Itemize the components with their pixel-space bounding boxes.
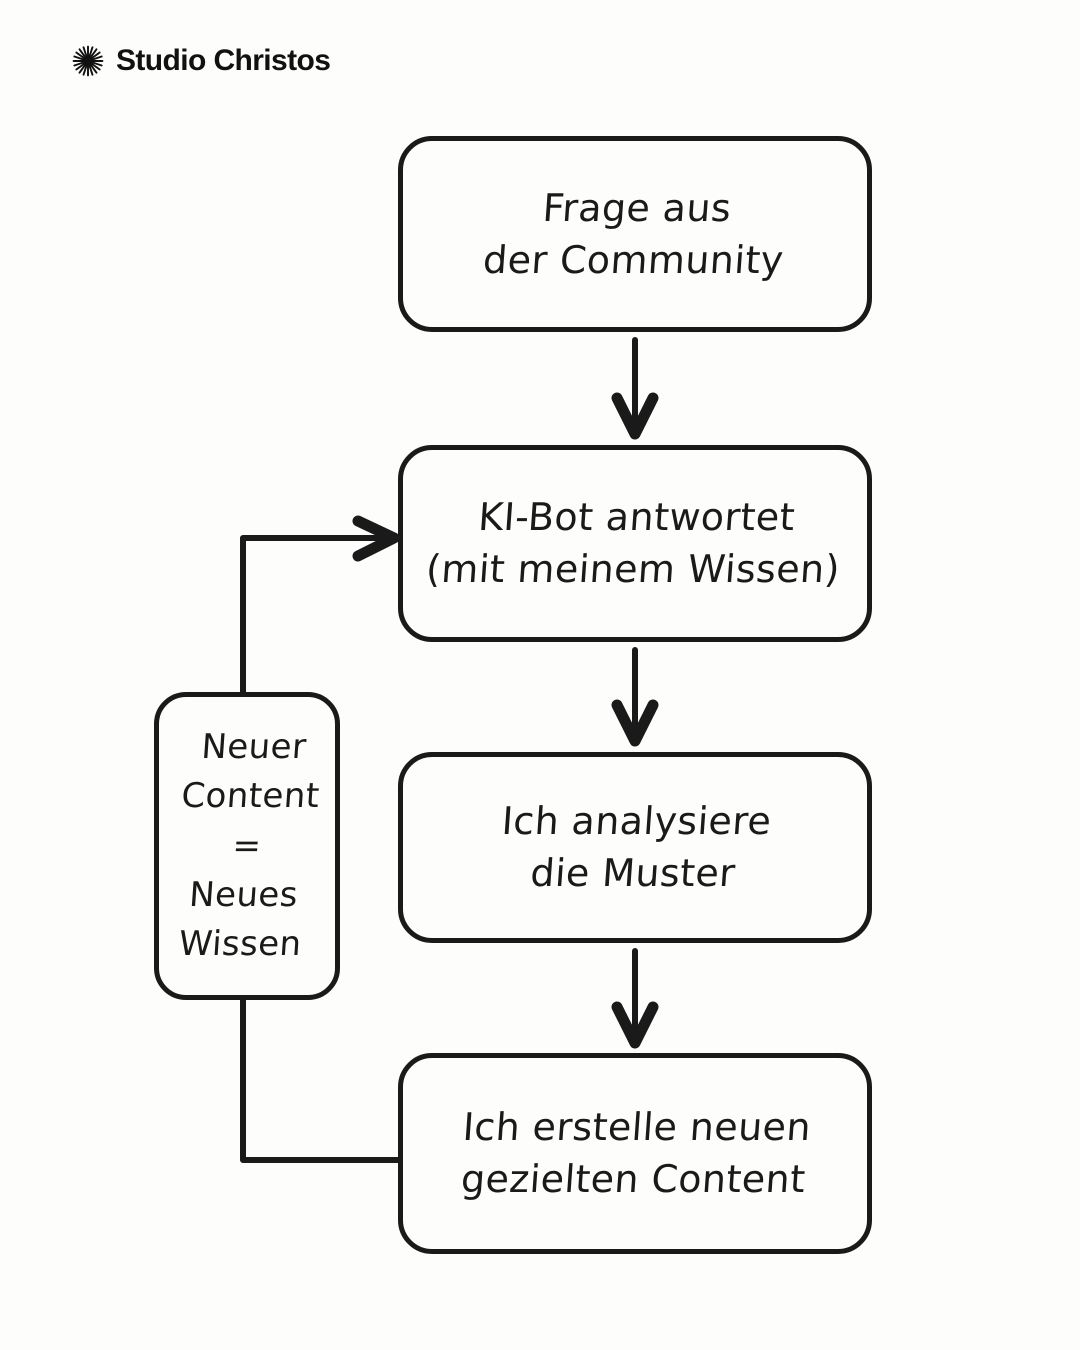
flow-node-bot: KI-Bot antwortet (mit meinem Wissen) (398, 445, 872, 642)
flow-node-bot-label: KI-Bot antwortet (mit meinem Wissen) (424, 495, 842, 592)
edge-analyze-create (611, 948, 659, 1049)
edge-question-bot (611, 337, 659, 440)
flow-node-create: Ich erstelle neuen gezielten Content (398, 1053, 872, 1254)
edge-bot-analyze (611, 647, 659, 747)
brand-name: Studio Christos (116, 44, 331, 77)
flow-node-analyze-label: Ich analysiere die Muster (500, 799, 774, 896)
flow-node-loop: Neuer Content = Neues Wissen (154, 692, 340, 1000)
flow-node-analyze: Ich analysiere die Muster (398, 752, 872, 943)
flow-node-question: Frage aus der Community (398, 136, 872, 332)
brand-logo: Studio Christos (72, 44, 331, 77)
starburst-icon (72, 45, 104, 77)
flow-node-loop-label: Neuer Content = Neues Wissen (177, 726, 321, 964)
flow-node-question-label: Frage aus der Community (481, 185, 785, 282)
flow-node-create-label: Ich erstelle neuen gezielten Content (459, 1105, 813, 1202)
